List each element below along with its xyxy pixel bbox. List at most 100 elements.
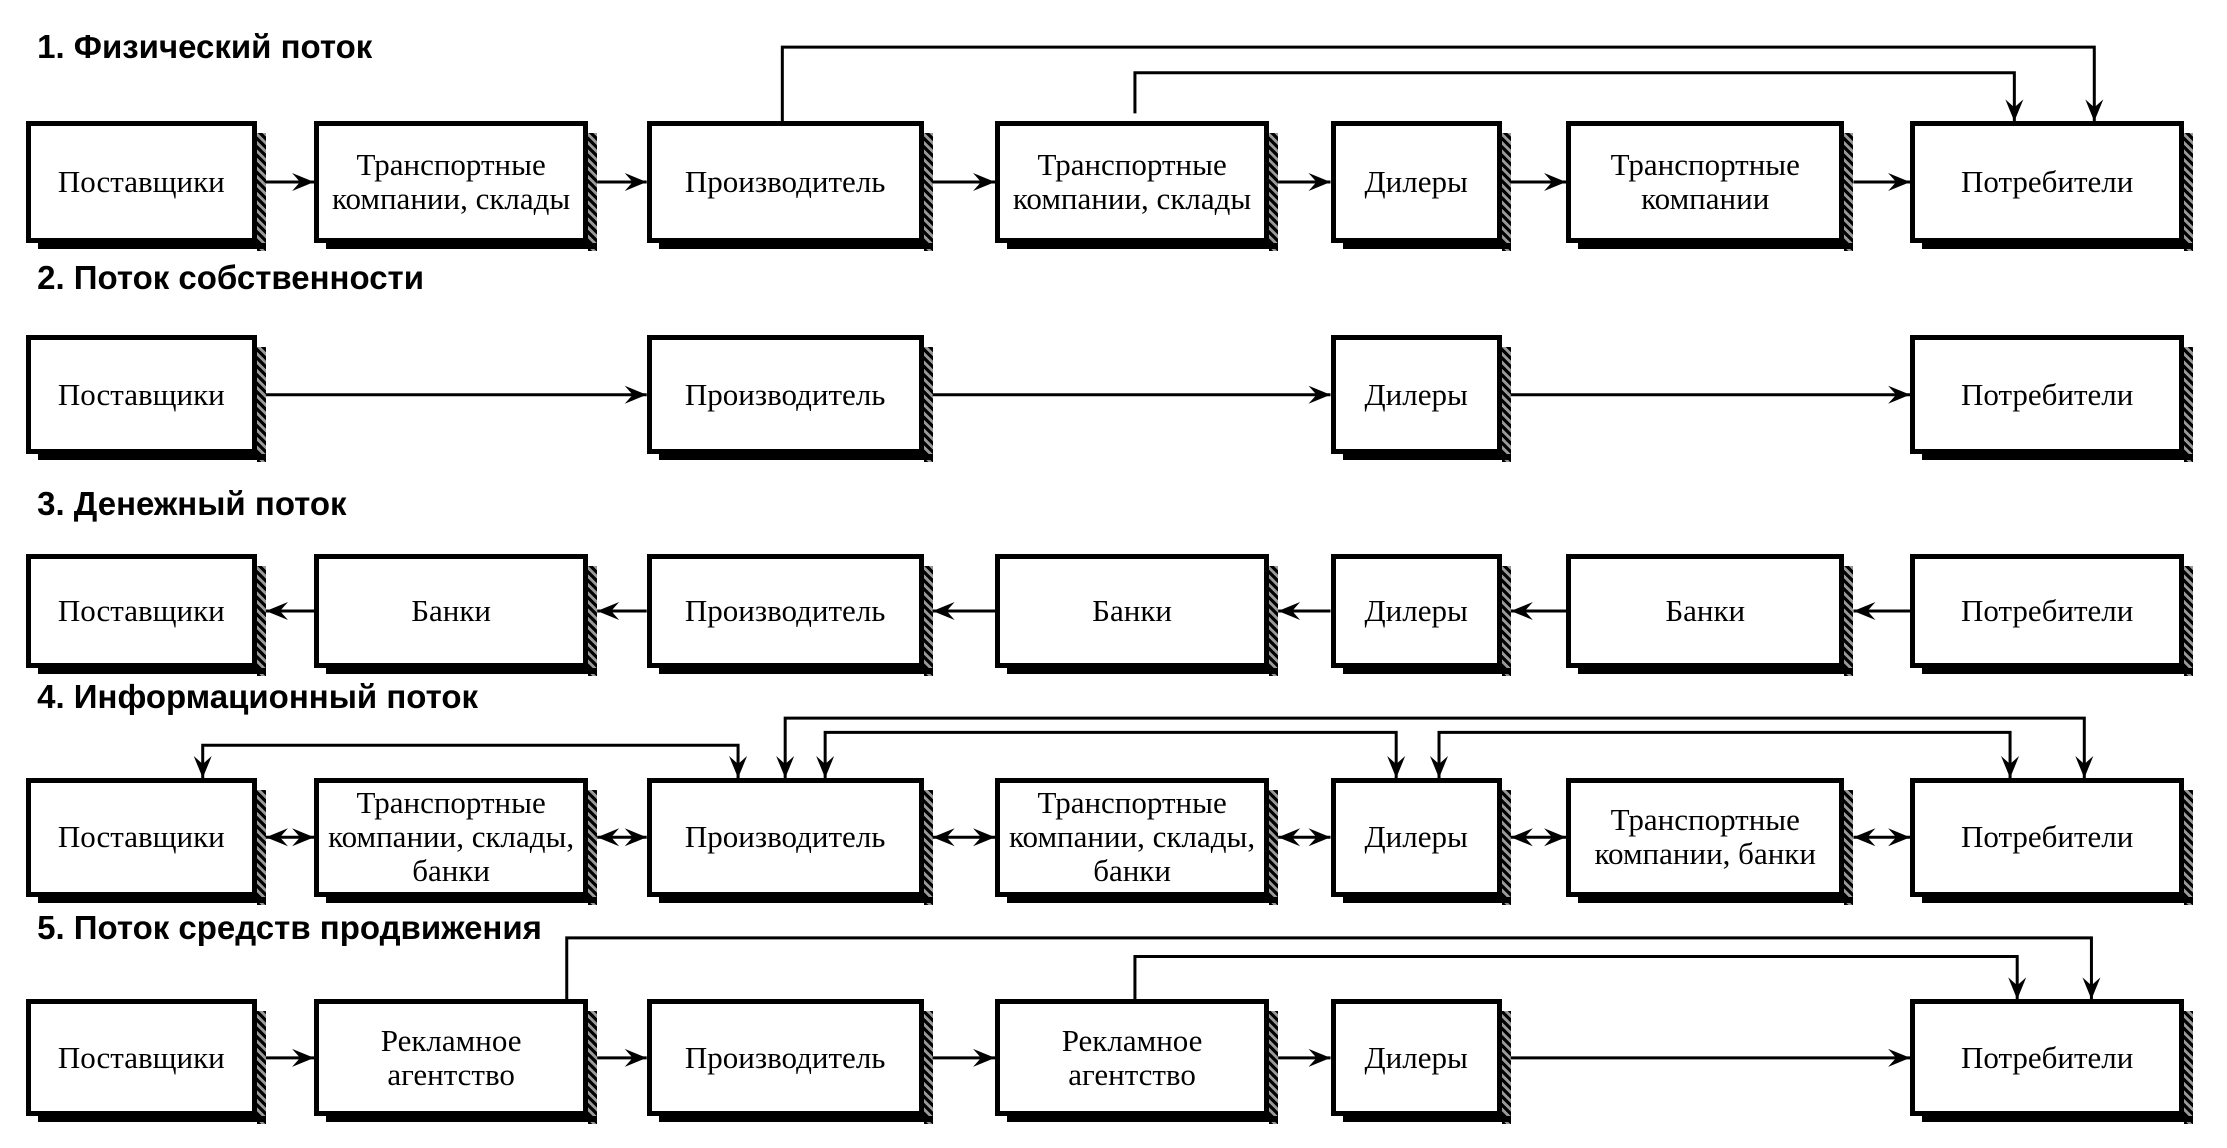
arrowhead-icon bbox=[1888, 1048, 1911, 1067]
arrowhead-icon bbox=[1430, 756, 1449, 779]
box-shadow bbox=[37, 896, 266, 903]
arrowhead-icon bbox=[973, 828, 996, 847]
arrowhead-icon bbox=[597, 828, 620, 847]
flow-node: Банки bbox=[314, 553, 589, 669]
box-shadow bbox=[1007, 1116, 1279, 1123]
bypass-line bbox=[780, 45, 2096, 122]
flow-node: Производитель bbox=[646, 335, 924, 454]
box-shadow bbox=[1844, 565, 1854, 677]
flow-node: Поставщики bbox=[25, 335, 257, 454]
flow-node: Потребители bbox=[1910, 121, 2185, 243]
box-shadow bbox=[658, 453, 933, 460]
bypass-line bbox=[783, 716, 2086, 779]
flow-node: Транспортные компании, склады, банки bbox=[314, 778, 589, 897]
flow-node: Банки bbox=[1566, 553, 1845, 669]
box-shadow bbox=[326, 668, 598, 675]
bypass-line bbox=[1133, 954, 2019, 1000]
box-shadow bbox=[1844, 133, 1854, 251]
arrowhead-icon bbox=[1308, 173, 1331, 192]
arrowhead-icon bbox=[1510, 828, 1533, 847]
bypass-line bbox=[1437, 730, 2012, 779]
box-shadow bbox=[1501, 347, 1511, 462]
box-shadow bbox=[1922, 668, 2194, 675]
box-shadow bbox=[2184, 133, 2194, 251]
arrowhead-icon bbox=[776, 756, 795, 779]
arrowhead-icon bbox=[2008, 977, 2027, 1000]
flow-node: Потребители bbox=[1910, 553, 2185, 669]
arrowhead-icon bbox=[1308, 1048, 1331, 1067]
box-shadow bbox=[923, 565, 933, 677]
box-shadow bbox=[256, 347, 266, 462]
bypass-line bbox=[565, 936, 2093, 1000]
box-shadow bbox=[2184, 565, 2194, 677]
arrowhead-icon bbox=[973, 173, 996, 192]
box-shadow bbox=[658, 668, 933, 675]
box-shadow bbox=[1501, 790, 1511, 905]
flow-node: Транспортные компании, склады bbox=[995, 121, 1270, 243]
flow-node: Поставщики bbox=[25, 121, 257, 243]
arrowhead-icon bbox=[1278, 602, 1301, 621]
box-shadow bbox=[1922, 453, 2194, 460]
box-shadow bbox=[256, 1011, 266, 1125]
arrowhead-icon bbox=[1853, 602, 1876, 621]
box-shadow bbox=[1269, 1011, 1279, 1125]
flow-node: Потребители bbox=[1910, 778, 2185, 897]
box-shadow bbox=[1342, 668, 1511, 675]
box-shadow bbox=[256, 565, 266, 677]
box-shadow bbox=[588, 790, 598, 905]
box-shadow bbox=[1007, 242, 1279, 249]
arrowhead-icon bbox=[1308, 828, 1331, 847]
box-shadow bbox=[2184, 1011, 2194, 1125]
box-shadow bbox=[1269, 133, 1279, 251]
arrowhead-icon bbox=[265, 602, 288, 621]
box-shadow bbox=[923, 790, 933, 905]
box-shadow bbox=[1922, 242, 2194, 249]
arrowhead-icon bbox=[624, 828, 647, 847]
box-shadow bbox=[1578, 668, 1854, 675]
box-shadow bbox=[256, 133, 266, 251]
arrowhead-icon bbox=[932, 828, 955, 847]
box-shadow bbox=[1578, 242, 1854, 249]
flow-node: Дилеры bbox=[1330, 335, 1502, 454]
box-shadow bbox=[1501, 133, 1511, 251]
box-shadow bbox=[1007, 896, 1279, 903]
arrowhead-icon bbox=[1510, 602, 1533, 621]
box-shadow bbox=[588, 133, 598, 251]
flow-node: Дилеры bbox=[1330, 999, 1502, 1117]
arrowhead-icon bbox=[292, 828, 315, 847]
flow-node: Потребители bbox=[1910, 335, 2185, 454]
bypass-line bbox=[823, 730, 1398, 779]
box-shadow bbox=[256, 790, 266, 905]
box-shadow bbox=[37, 1116, 266, 1123]
flow-node: Рекламное агентство bbox=[314, 999, 589, 1117]
flow-title: 1. Физический поток bbox=[37, 27, 373, 65]
arrowhead-icon bbox=[2001, 756, 2020, 779]
arrowhead-icon bbox=[1387, 756, 1406, 779]
box-shadow bbox=[326, 896, 598, 903]
arrowhead-icon bbox=[1544, 828, 1567, 847]
arrowhead-icon bbox=[2082, 977, 2101, 1000]
bypass-line bbox=[1133, 71, 2016, 122]
arrowhead-icon bbox=[1888, 385, 1911, 404]
flow-node: Поставщики bbox=[25, 778, 257, 897]
box-shadow bbox=[1269, 790, 1279, 905]
flow-title: 2. Поток собственности bbox=[37, 259, 424, 297]
box-shadow bbox=[658, 242, 933, 249]
arrowhead-icon bbox=[1544, 173, 1567, 192]
flow-title: 5. Поток средств продвижения bbox=[37, 908, 542, 946]
arrowhead-icon bbox=[729, 756, 748, 779]
box-shadow bbox=[1342, 242, 1511, 249]
arrowhead-icon bbox=[973, 1048, 996, 1067]
flow-node: Дилеры bbox=[1330, 778, 1502, 897]
arrowhead-icon bbox=[265, 828, 288, 847]
bypass-line bbox=[201, 743, 740, 779]
arrowhead-icon bbox=[624, 385, 647, 404]
arrowhead-icon bbox=[1853, 828, 1876, 847]
flow-node: Производитель bbox=[646, 121, 924, 243]
arrowhead-icon bbox=[1278, 828, 1301, 847]
flow-node: Транспортные компании, склады bbox=[314, 121, 589, 243]
flow-node: Производитель bbox=[646, 999, 924, 1117]
flow-node: Транспортные компании, склады, банки bbox=[995, 778, 1270, 897]
box-shadow bbox=[923, 1011, 933, 1125]
